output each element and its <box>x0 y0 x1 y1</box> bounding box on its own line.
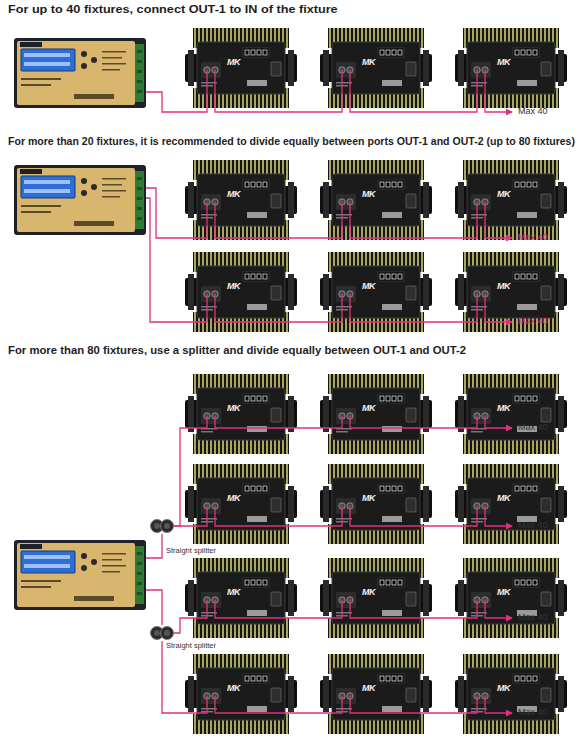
wire <box>162 641 207 713</box>
fixture <box>185 160 297 240</box>
wire-arrow <box>485 70 512 112</box>
limit-label: Max 40 <box>518 708 548 717</box>
wire <box>350 416 477 428</box>
fixture-logo: MK <box>227 494 240 503</box>
wire-arrow <box>485 294 512 322</box>
wire <box>215 416 342 428</box>
fixture <box>320 160 432 240</box>
fixture-logo: MK <box>497 190 510 199</box>
section-heading: For more than 80 fixtures, use a splitte… <box>8 345 466 356</box>
splitter <box>151 520 174 533</box>
fixture <box>185 252 297 332</box>
wire <box>174 506 207 526</box>
fixture-logo: MK <box>497 58 510 67</box>
fixture-logo: MK <box>227 190 240 199</box>
fixture-logo: MK <box>362 190 375 199</box>
fixture-logo: MK <box>497 588 510 597</box>
wire-arrow <box>485 202 512 238</box>
fixture-logo: MK <box>362 58 375 67</box>
splitters <box>151 520 174 640</box>
wire <box>146 590 162 625</box>
wire-arrow <box>485 600 512 618</box>
wire <box>350 70 477 112</box>
fixture <box>455 558 567 638</box>
wire <box>146 198 207 322</box>
wire <box>146 70 207 112</box>
limit-label: Max 40 <box>518 317 548 326</box>
limit-label: Max 40 <box>518 233 548 242</box>
fixture-logo: MK <box>497 404 510 413</box>
fixture-logo: MK <box>227 588 240 597</box>
fixture <box>320 464 432 544</box>
wire <box>174 600 207 633</box>
wire <box>215 70 342 112</box>
fixture <box>455 160 567 240</box>
wire <box>146 188 207 238</box>
fixture <box>455 252 567 332</box>
fixture <box>185 464 297 544</box>
wire <box>174 416 207 526</box>
limit-label: Max 40 <box>518 423 548 432</box>
limit-label: Max 40 <box>518 521 548 530</box>
fixture-logo: MK <box>362 684 375 693</box>
controller <box>14 38 146 108</box>
fixture <box>455 654 567 734</box>
fixture <box>185 28 297 108</box>
controller <box>14 540 146 610</box>
fixture-logo: MK <box>362 588 375 597</box>
limit-label: Max 40 <box>518 107 548 116</box>
fixture-logo: MK <box>227 404 240 413</box>
fixtures <box>185 28 567 734</box>
wire <box>350 294 477 322</box>
wire-arrow <box>485 416 512 428</box>
wire <box>146 534 162 558</box>
limit-label: Max 40 <box>518 613 548 622</box>
fixture-logo: MK <box>497 684 510 693</box>
wire <box>215 294 342 322</box>
fixture <box>320 654 432 734</box>
fixture <box>185 374 297 454</box>
controllers <box>14 38 146 610</box>
fixture <box>320 28 432 108</box>
wire <box>215 506 342 526</box>
section-heading: For more than 20 fixtures, it is recomme… <box>8 136 575 147</box>
wire <box>215 600 342 618</box>
fixture <box>320 252 432 332</box>
fixture-logo: MK <box>227 58 240 67</box>
section-heading: For up to 40 fixtures, connect OUT-1 to … <box>8 4 338 15</box>
wire <box>350 506 477 526</box>
wires <box>146 70 512 713</box>
wire <box>350 600 477 618</box>
fixture <box>455 374 567 454</box>
fixture <box>455 28 567 108</box>
fixture <box>320 558 432 638</box>
wire-arrow <box>485 696 512 713</box>
fixture <box>320 374 432 454</box>
fixture-logo: MK <box>497 282 510 291</box>
fixture-logo: MK <box>362 404 375 413</box>
wire-arrow <box>485 506 512 526</box>
fixture-logo: MK <box>227 282 240 291</box>
fixture-logo: MK <box>362 494 375 503</box>
fixture-logo: MK <box>227 684 240 693</box>
fixture-logo: MK <box>362 282 375 291</box>
splitter-label: Straight splitter <box>166 547 216 555</box>
splitter <box>151 627 174 640</box>
fixture <box>455 464 567 544</box>
controller <box>14 165 146 235</box>
wire <box>215 696 342 713</box>
fixture <box>185 558 297 638</box>
wire <box>350 696 477 713</box>
fixture-logo: MK <box>497 494 510 503</box>
fixture <box>185 654 297 734</box>
splitter-label: Straight splitter <box>166 642 216 650</box>
wire <box>350 202 477 238</box>
wire <box>215 202 342 238</box>
